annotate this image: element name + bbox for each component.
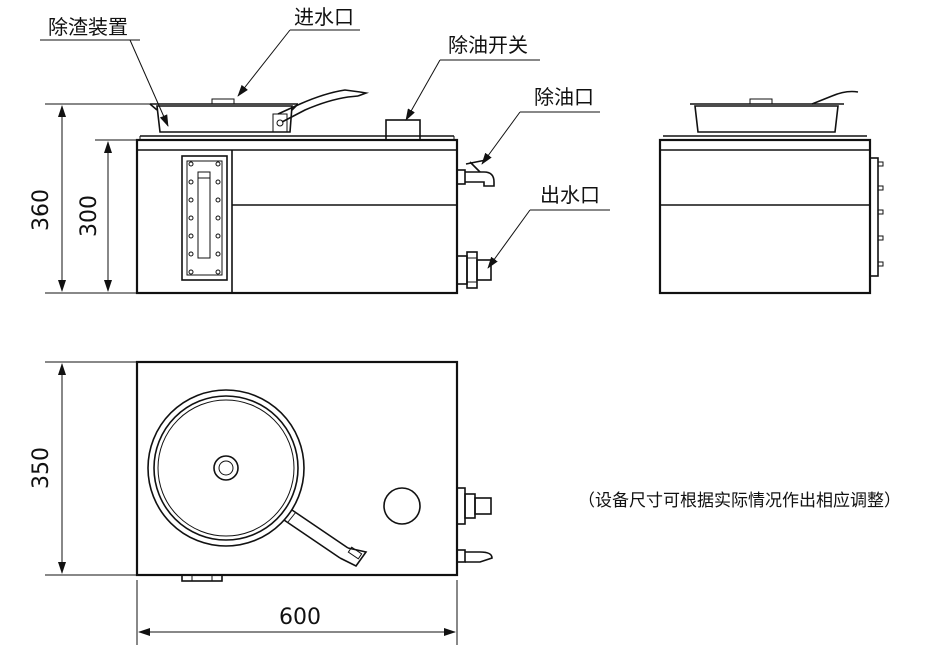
dim-height-body: 300 xyxy=(77,195,102,237)
front-body xyxy=(135,138,459,295)
dim-depth: 350 xyxy=(29,447,54,489)
dim-height-total: 360 xyxy=(29,189,54,231)
water-outlet-pipe xyxy=(456,251,492,289)
label-oil-switch: 除油开关 xyxy=(448,33,528,57)
top-view: 350 600 xyxy=(29,360,493,645)
dim-width: 600 xyxy=(279,605,321,630)
side-view xyxy=(658,90,884,295)
annotations xyxy=(40,29,610,269)
adjustment-note: （设备尺寸可根据实际情况作出相应调整） xyxy=(578,491,901,511)
front-height-dimensions xyxy=(45,103,150,294)
basket-handle xyxy=(272,89,370,133)
oil-outlet-tap xyxy=(456,159,495,187)
label-slag-device: 除渣装置 xyxy=(48,15,128,39)
label-oil-outlet: 除油口 xyxy=(534,85,594,109)
bottom-fitting xyxy=(181,574,223,582)
level-gauge xyxy=(181,155,228,281)
oil-switch-knob xyxy=(385,119,421,141)
top-water-outlet xyxy=(456,487,492,525)
top-basket-handle xyxy=(283,509,368,568)
top-dimensions xyxy=(45,361,458,645)
label-water-inlet: 进水口 xyxy=(294,5,354,29)
top-oil-tap xyxy=(456,549,493,563)
label-water-outlet: 出水口 xyxy=(540,183,600,207)
top-oil-switch xyxy=(383,487,421,525)
front-view: 360 300 xyxy=(29,89,495,295)
